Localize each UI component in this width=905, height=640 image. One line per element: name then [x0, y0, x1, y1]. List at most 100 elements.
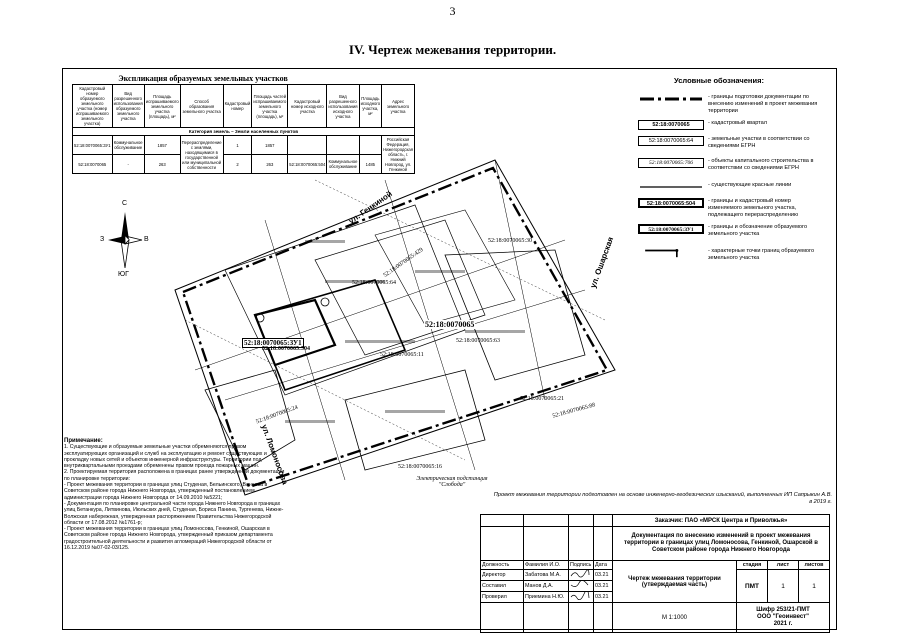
cadastral-quarter-icon: 52:18:0070065: [638, 120, 704, 130]
cell: Перераспределение с землями, находящимис…: [179, 135, 224, 174]
plot-label: 52:18:0070065:30: [488, 238, 533, 244]
sign-date: 03.21: [593, 569, 613, 581]
compass-east: В: [144, 236, 149, 243]
legend-item: - существующие красные линии: [616, 182, 822, 206]
legend-title: Условные обозначения:: [674, 76, 764, 85]
col-date: Дата: [593, 560, 613, 570]
signer-position: Директор: [480, 569, 524, 581]
stage-header: стадия: [736, 560, 768, 570]
sheets-value: 1: [798, 569, 830, 603]
col-name: Фамилия И.О.: [523, 560, 569, 570]
signer-name: Забатова М.А.: [523, 569, 569, 581]
scale: М 1:1000: [612, 602, 737, 633]
legend-item: 52:18:0070065:706 - объекты капитального…: [616, 158, 822, 182]
sheet-value: 1: [767, 569, 799, 603]
header-cell: Площадь частей испрашиваемого земельного…: [251, 84, 289, 128]
signature-icon: [570, 580, 589, 587]
cell: 52:18:0070065:ЗУ1: [72, 135, 113, 155]
legend-item: 52:18:0070065 - кадастровый квартал: [616, 120, 822, 144]
legend-item: - характерные точки границ образуемого з…: [616, 248, 822, 272]
signer-position: Составил: [480, 580, 524, 592]
table-row: 52:18:0070065:ЗУ1 Коммунальное обслужива…: [72, 135, 416, 174]
sign-date: 03.21: [593, 580, 613, 592]
boundary-point-icon: [645, 249, 679, 258]
header-cell: Адрес земельного участка: [381, 84, 416, 128]
cell: Коммунальное обслуживание: [111, 135, 145, 155]
header-cell: Кадастровый номер исходного участка: [287, 84, 328, 128]
header-cell: Кадастровый номер образуемого земельного…: [72, 84, 113, 128]
cell: 52:18:0070065:504: [287, 154, 328, 174]
legend-text: - объекты капитального строительства в с…: [708, 158, 814, 171]
note-item: 2. Проектируемая территория расположена …: [64, 469, 285, 482]
legend-text: - кадастровый квартал: [708, 120, 768, 126]
sheet-title: Чертеж межевания территории (утверждаема…: [612, 560, 737, 603]
cell: Коммунальное обслуживание: [326, 154, 360, 174]
plot-label: 52:18:0070065:16: [398, 464, 443, 470]
explication-table: Экспликация образуемых земельных участко…: [71, 74, 416, 184]
note-item: - Проект межевания территории в границах…: [64, 482, 268, 501]
boundary-line-icon: [640, 97, 702, 101]
legend-text: - границы подготовки документации по вне…: [708, 94, 818, 114]
stage-value: ПМТ: [736, 569, 768, 603]
sign-date: 03.21: [593, 591, 613, 603]
compass-rose: С ЮГ З В: [100, 200, 150, 280]
notes-title: Примечание:: [64, 438, 103, 444]
changed-plot-icon: 52:18:0070065:504: [638, 198, 704, 208]
document-title: Документация по внесению изменений в про…: [612, 526, 830, 561]
plot-label: 52:18:0070065:504: [262, 346, 310, 352]
compass-west: З: [100, 236, 105, 243]
legend-text: - границы и обозначение образуемого земе…: [708, 224, 808, 237]
note-item: 1. Существующие и образуемые земельные у…: [64, 444, 267, 470]
cell: -: [111, 154, 145, 174]
drawing-frame: [62, 68, 837, 630]
compass-icon: [108, 212, 143, 269]
customer: Заказчик: ПАО «МРСК Центра и Приволжья»: [612, 514, 830, 527]
title-block: Заказчик: ПАО «МРСК Центра и Приволжья» …: [480, 514, 830, 633]
category-row: Категория земель – Земли населенных пунк…: [71, 127, 416, 136]
col-sign: Подпись: [568, 560, 594, 570]
cell: 2: [222, 154, 253, 174]
legend: Условные обозначения: - границы подготов…: [616, 76, 822, 278]
page-number: 3: [449, 4, 456, 18]
header-cell: Вид разрешенного использования образуемо…: [111, 84, 145, 128]
cell: 52:18:0070065: [72, 154, 113, 174]
land-plot-icon: 52:18:0070065:64: [638, 136, 704, 146]
table-row: 52:18:0070065 - 263 2 263 52:18:0070065:…: [72, 154, 415, 174]
notes: Примечание: 1. Существующие и образуемые…: [64, 438, 286, 551]
page-title: IV. Чертеж межевания территории.: [348, 42, 557, 57]
legend-text: - границы и кадастровый номер изменяемог…: [708, 198, 799, 218]
cipher: Шифр 253/21-ПМТ: [756, 607, 810, 613]
header-cell: Вид разрешенного использования исходного…: [326, 84, 360, 128]
signer-position: Проверил: [480, 591, 524, 603]
legend-item: - границы подготовки документации по вне…: [616, 94, 822, 118]
header-cell: Кадастровый номер: [222, 84, 253, 128]
new-plot-icon: 52:18:0070065:ЗУ1: [638, 224, 704, 234]
signer-name: Приемина Н.Ю.: [523, 591, 569, 603]
zu1-label: 52:18:0070065:ЗУ1: [242, 338, 304, 348]
legend-item: 52:18:0070065:ЗУ1 - границы и обозначени…: [616, 224, 822, 248]
legend-text: - земельные участки в соответствии со св…: [708, 136, 810, 149]
signer-name: Манов Д.А.: [523, 580, 569, 592]
header-cell: Способ образования земельного участка: [179, 84, 224, 128]
compass-north: С: [122, 200, 128, 207]
signature-icon: [570, 589, 590, 601]
survey-footnote: Проект межевания территории подготовлен …: [493, 492, 832, 505]
col-position: Должность: [480, 560, 524, 570]
organization-block: Шифр 253/21-ПМТ ООО "Геоинвест" 2021 г.: [736, 602, 830, 633]
sheets-header: листов: [798, 560, 830, 570]
plot-label: 52:18:0070065:63: [456, 338, 501, 344]
plot-label: 52:18:0070065:11: [380, 352, 424, 358]
year: 2021 г.: [773, 621, 793, 627]
legend-item: 52:18:0070065:504 - границы и кадастровы…: [616, 198, 822, 222]
compass-south: ЮГ: [118, 271, 129, 278]
cell: Российская Федерация, Нижегородская обла…: [381, 135, 416, 174]
substation-label: Электрическая подстанция "Слобода": [416, 476, 488, 488]
plot-label: 52:18:0070065:64: [352, 280, 397, 286]
quarter-label: 52:18:0070065: [424, 320, 476, 329]
organization: ООО "Геоинвест": [757, 614, 809, 620]
legend-text: - характерные точки границ образуемого з…: [708, 248, 815, 261]
header-cell: Площадь исходного участка, м²: [358, 84, 383, 128]
header-cell: Площадь испрашиваемого земельного участк…: [143, 84, 181, 128]
cell: 1485: [358, 154, 383, 174]
building-object-icon: 52:18:0070065:706: [638, 158, 704, 168]
